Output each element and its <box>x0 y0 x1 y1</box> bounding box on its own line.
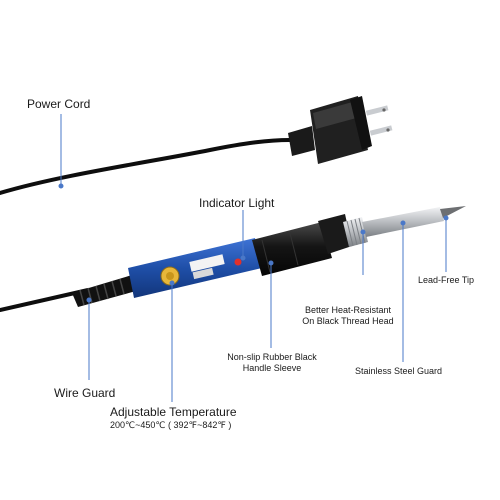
rubber-handle-sleeve <box>252 214 352 276</box>
label-temperature-range: 200℃~450℃ ( 392℉~842℉ ) <box>110 420 232 430</box>
label-heat-resistant: Better Heat-Resistant On Black Thread He… <box>292 305 404 328</box>
blue-handle <box>128 238 262 298</box>
label-rubber-handle: Non-slip Rubber Black Handle Sleeve <box>216 352 328 375</box>
label-wire-guard: Wire Guard <box>54 386 116 400</box>
label-lead-free-tip: Lead-Free Tip <box>418 275 475 285</box>
power-cord <box>0 138 292 195</box>
label-heat-resistant-line1: Better Heat-Resistant <box>304 305 392 315</box>
label-adjustable-temperature: Adjustable Temperature <box>110 405 237 419</box>
label-indicator-light: Indicator Light <box>199 196 275 210</box>
power-plug <box>288 96 393 164</box>
label-power-cord: Power Cord <box>27 97 91 111</box>
callout-lines <box>58 114 449 402</box>
label-heat-resistant-line2: On Black Thread Head <box>302 316 394 327</box>
indicator-light <box>234 258 242 266</box>
label-steel-guard: Stainless Steel Guard <box>355 366 443 376</box>
soldering-tip <box>440 206 466 218</box>
label-rubber-handle-line1: Non-slip Rubber Black <box>227 352 317 362</box>
wire-guard <box>72 275 136 307</box>
label-rubber-handle-line2: Handle Sleeve <box>242 363 302 374</box>
